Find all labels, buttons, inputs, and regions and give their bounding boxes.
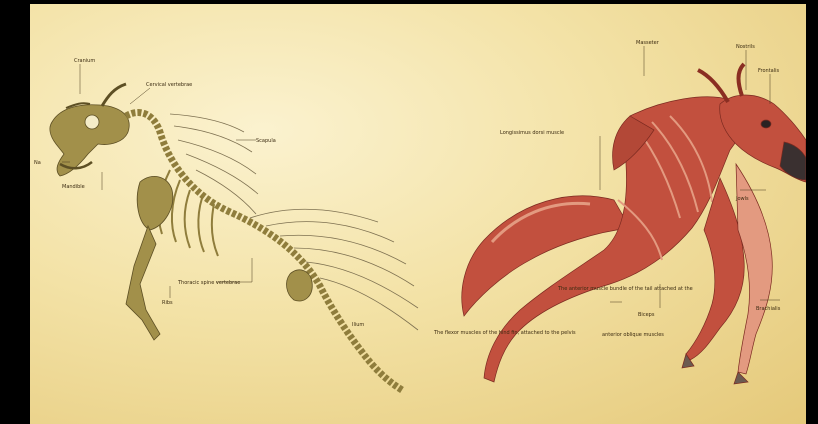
label-biceps: Biceps [638,312,655,318]
label-frontalis: Frontalis [758,68,779,74]
label-ilium: Ilium [352,322,364,328]
label-ribs: Ribs [162,300,173,306]
spine [126,113,402,390]
label-jowls: Jowls [735,196,749,202]
label-mandible: Mandible [62,184,85,190]
label-cranium: Cranium [74,58,95,64]
neck-fin-rays [170,114,258,214]
label-masseter: Masseter [636,40,660,46]
parchment-background: Cranium Cervical vertebrae Scapula Na Ma… [30,4,806,424]
label-nose: Na [34,160,41,166]
head-horn-right [739,64,745,96]
label-nostrils: Nostrils [736,44,755,50]
label-scapula: Scapula [256,138,276,144]
skull-crest [102,84,126,106]
label-tail-note: The anterior muscle bundle of the tail a… [557,286,693,292]
ilium-bone [287,270,313,301]
scapula-bone [137,176,173,230]
muscle-eye [761,120,771,128]
label-thoracic-vertebrae: Thoracic spine vertebrae [177,280,240,286]
front-leg-bone [126,226,160,340]
label-anterior-oblique: anterior oblique muscles [602,332,664,338]
label-longissimus: Longissimus dorsi muscle [500,130,564,136]
label-fin-note: The flexor muscles of the hind fin, atta… [433,330,576,336]
eye-socket [85,115,99,129]
label-brachialis: Brachialis [756,306,781,312]
anatomy-illustration: Cranium Cervical vertebrae Scapula Na Ma… [30,4,806,424]
label-cervical-vertebrae: Cervical vertebrae [146,82,192,88]
skeleton-figure [50,84,418,390]
